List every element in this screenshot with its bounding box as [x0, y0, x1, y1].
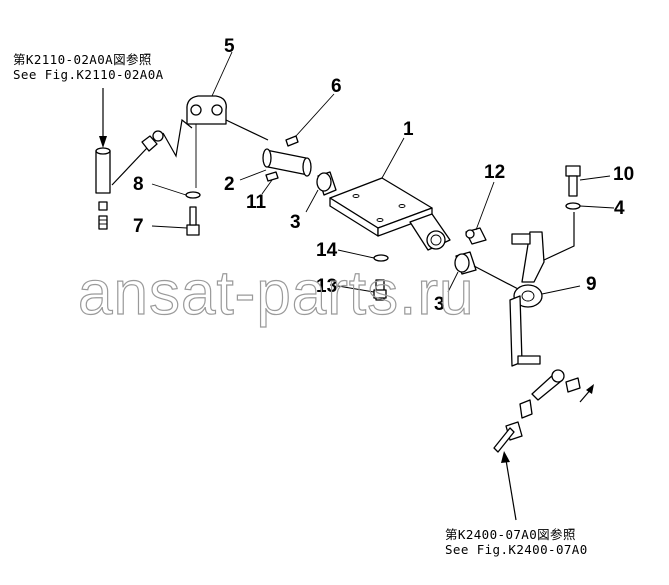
- reference-en-label: See Fig.K2110-02A0A: [13, 67, 164, 82]
- callout-number: 7: [133, 216, 144, 237]
- callout-number: 11: [246, 192, 267, 213]
- bushing-part-3b: [454, 251, 521, 291]
- small-spring: [98, 215, 108, 230]
- ball-joint-rod: [111, 118, 193, 186]
- callout-number: 3: [290, 212, 301, 233]
- screw-part-13: [373, 279, 387, 301]
- callout-number: 2: [224, 174, 235, 195]
- bushing-part-3: [316, 171, 337, 196]
- reference-bottom-right: 第K2400-07A0図参照 See Fig.K2400-07A0: [445, 527, 588, 557]
- fitting-part-12: [465, 227, 487, 245]
- rod-end-linkage: [493, 369, 594, 453]
- bolt-part-9: [565, 165, 581, 197]
- callout-number: 14: [316, 240, 338, 261]
- key-part-11: [265, 171, 279, 182]
- callout-number: 1: [403, 119, 414, 140]
- bolt-part-6: [186, 206, 200, 236]
- callout-number: 13: [316, 276, 337, 297]
- callout-number: 6: [331, 76, 342, 97]
- clamp-part-4: [186, 95, 269, 141]
- small-nut: [98, 201, 108, 211]
- bracket-part-1: [329, 177, 451, 251]
- callout-number: 8: [133, 174, 144, 195]
- callout-number: 10: [613, 164, 634, 185]
- washer-part-10: [565, 202, 581, 210]
- callout-number: 4: [614, 198, 625, 219]
- reference-arrow-bottom: [501, 451, 517, 521]
- callout-leaders: [151, 51, 615, 295]
- washer-part-7: [185, 191, 201, 199]
- reference-jp-label: 第K2400-07A0図参照: [445, 527, 576, 542]
- callout-number: 9: [586, 274, 597, 295]
- callout-number: 12: [484, 162, 505, 183]
- reference-arrow-top: [99, 88, 107, 148]
- key-part-5: [285, 135, 299, 147]
- callout-number: 5: [224, 36, 235, 57]
- lever-part-8: [509, 212, 575, 367]
- shaft-part-2: [262, 148, 312, 177]
- callout-number: 3: [434, 294, 445, 315]
- reference-top-left: 第K2110-02A0A図参照 See Fig.K2110-02A0A: [13, 52, 164, 82]
- watermark: ansat-parts.ru: [78, 259, 475, 328]
- reference-en-label: See Fig.K2400-07A0: [445, 542, 588, 557]
- reference-jp-label: 第K2110-02A0A図参照: [13, 52, 152, 67]
- left-sleeve: [95, 147, 111, 194]
